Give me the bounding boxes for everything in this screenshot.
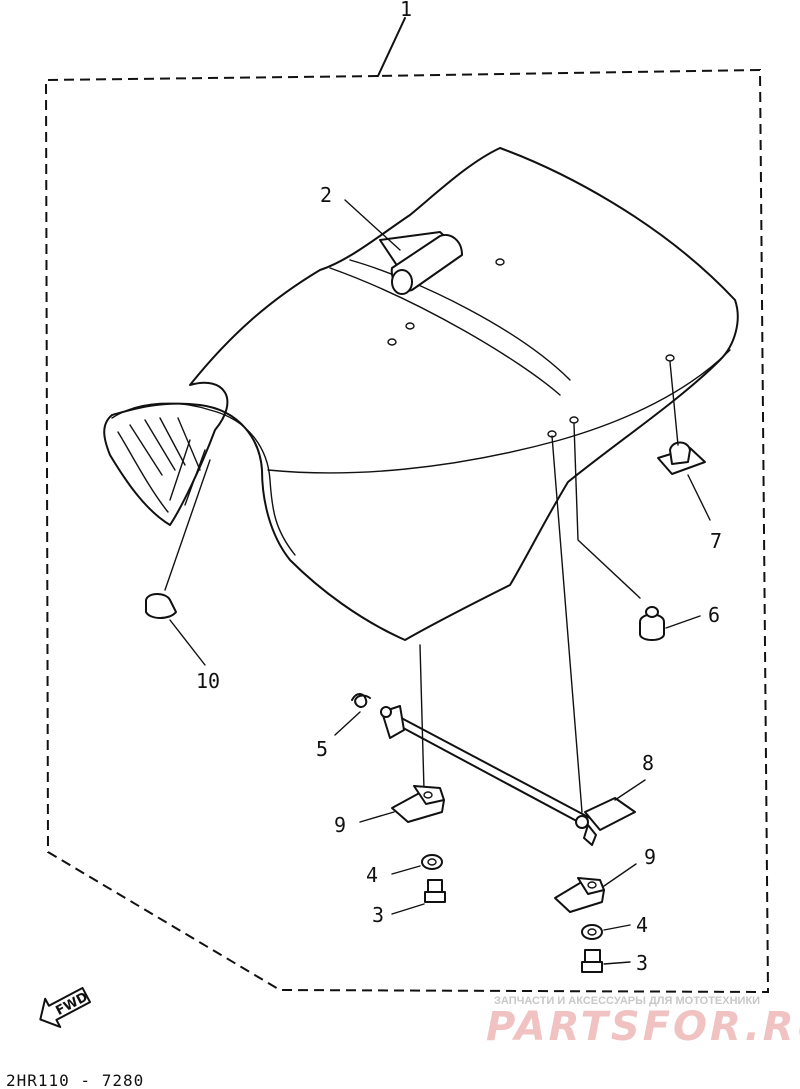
label-8: 8 xyxy=(642,751,654,775)
label-4-right: 4 xyxy=(636,913,648,937)
watermark-brand: PARTSFOR.RU xyxy=(486,1004,800,1050)
watermark-caption: ЗАПЧАСТИ И АКСЕССУАРЫ ДЛЯ МОТОТЕХНИКИ xyxy=(494,995,760,1007)
part-9-bracket-right xyxy=(554,863,637,913)
drawing-code: 2HR110 - 7280 xyxy=(6,1071,144,1089)
part-7-clip-nut xyxy=(657,361,711,521)
label-3-right: 3 xyxy=(636,951,648,975)
label-5: 5 xyxy=(316,737,328,761)
label-7: 7 xyxy=(710,529,722,553)
part-6-damper xyxy=(573,423,701,641)
label-3-left: 3 xyxy=(372,903,384,927)
label-4-left: 4 xyxy=(366,863,378,887)
part-9-bracket-left xyxy=(359,785,445,823)
label-2: 2 xyxy=(320,183,332,207)
watermark: ЗАПЧАСТИ И АКСЕССУАРЫ ДЛЯ МОТОТЕХНИКИ PA… xyxy=(486,995,800,1050)
part-2-strap xyxy=(344,199,463,295)
label-10: 10 xyxy=(196,669,220,693)
label-9-right: 9 xyxy=(644,845,656,869)
label-1: 1 xyxy=(400,0,412,21)
assembly-boundary xyxy=(44,17,770,994)
part-4-washers xyxy=(391,854,631,940)
seat xyxy=(103,147,739,641)
part-10-stopper xyxy=(145,459,211,666)
part-3-bolts xyxy=(391,879,631,973)
part-5-spring xyxy=(334,693,371,736)
label-6: 6 xyxy=(708,603,720,627)
label-9-left: 9 xyxy=(334,813,346,837)
fwd-arrow: FWD xyxy=(39,986,91,1028)
part-labels: 1 2 7 6 10 5 8 9 9 4 4 3 3 xyxy=(196,0,722,975)
part-8-lock-rod xyxy=(380,435,646,846)
